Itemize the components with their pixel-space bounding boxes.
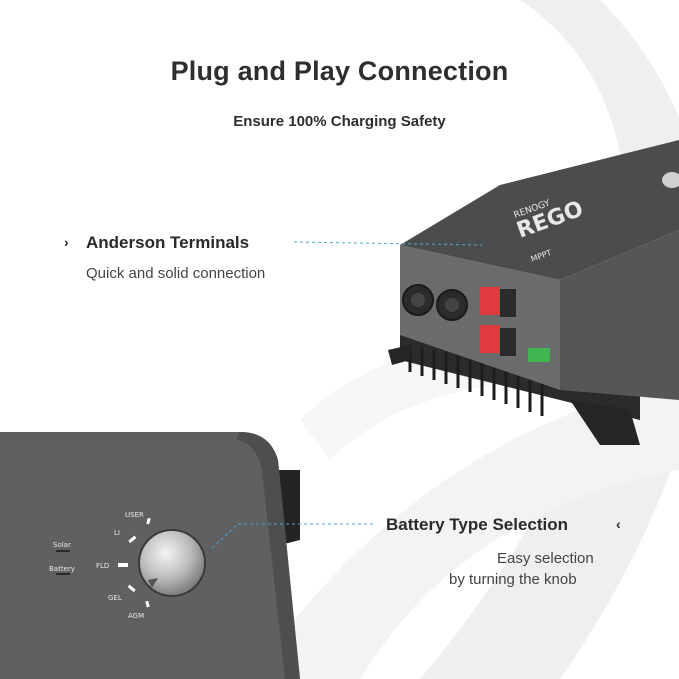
callout-anderson-description: Quick and solid connection bbox=[86, 265, 266, 282]
top-knob bbox=[662, 172, 679, 188]
page-subtitle: Ensure 100% Charging Safety bbox=[233, 113, 446, 130]
mount-foot-right bbox=[570, 400, 640, 445]
battery-led bbox=[56, 573, 70, 575]
mode-agm-label: AGM bbox=[128, 612, 144, 620]
backdrop-swoosh-2 bbox=[250, 380, 679, 679]
device-right-face bbox=[560, 230, 679, 400]
anderson-terminal-2 bbox=[480, 325, 500, 353]
backdrop-swoosh bbox=[420, 0, 679, 679]
callout-battery-type-line-2: by turning the knob bbox=[449, 571, 577, 588]
controller-top-unit: RENOGY REGO MPPT bbox=[388, 140, 679, 445]
solar-led bbox=[56, 550, 70, 552]
green-terminal-block bbox=[528, 348, 550, 362]
callout-battery-type-line-1: Easy selection bbox=[497, 550, 594, 567]
chevron-left-icon: ‹ bbox=[616, 516, 621, 532]
callout-anderson-heading: Anderson Terminals bbox=[86, 233, 250, 252]
mode-gel-label: GEL bbox=[108, 594, 122, 602]
mode-li-label: LI bbox=[114, 529, 120, 537]
battery-type-knob bbox=[138, 529, 206, 597]
page-title: Plug and Play Connection bbox=[170, 56, 509, 86]
mount-foot-left bbox=[388, 345, 410, 365]
mode-fld-label: FLD bbox=[96, 562, 109, 570]
callout-battery-type-heading: Battery Type Selection bbox=[386, 515, 569, 534]
solar-indicator-label: Solar bbox=[53, 541, 71, 549]
knob-pointer-icon bbox=[148, 578, 158, 588]
anderson-terminal-1 bbox=[480, 287, 500, 315]
device-front-face bbox=[400, 245, 560, 390]
mode-user-label: USER bbox=[125, 511, 144, 519]
leader-line-anderson bbox=[293, 241, 483, 246]
device-body-edge bbox=[236, 432, 300, 679]
chevron-right-icon: › bbox=[64, 234, 69, 250]
battery-indicator-label: Battery bbox=[49, 565, 75, 573]
controller-front-unit: Solar Battery USER LI FLD GEL AGM bbox=[0, 432, 300, 679]
